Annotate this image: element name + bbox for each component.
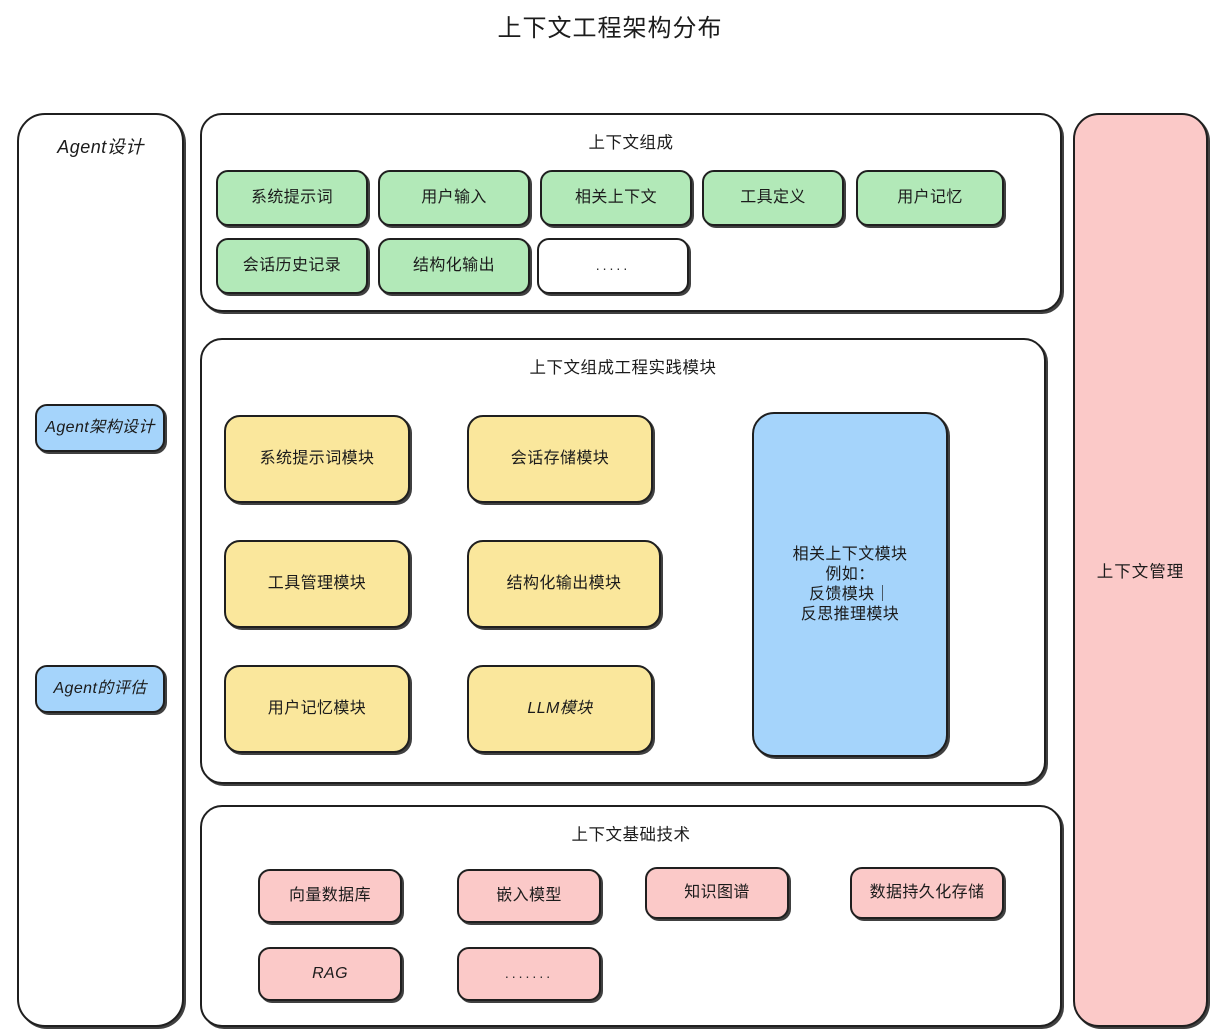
section-composition-title: 上下文组成 — [588, 134, 674, 152]
chip-agent-evaluation[interactable]: Agent的评估 — [35, 665, 165, 713]
chip-vector-database[interactable]: 向量数据库 — [258, 869, 402, 923]
chip-label: 相关上下文 — [574, 189, 657, 206]
chip-composition-ellipsis[interactable]: ..... — [537, 238, 689, 294]
chip-label: 系统提示词模块 — [259, 450, 375, 467]
chip-label: 数据持久化存储 — [869, 884, 985, 901]
chip-label-line-1: 相关上下文模块 — [792, 545, 908, 563]
section-context-composition: 上下文组成 系统提示词 用户输入 相关上下文 工具定义 用户记忆 会话历史记录 … — [200, 113, 1062, 312]
chip-label: 结构化输出 — [412, 257, 495, 274]
chip-conversation-history[interactable]: 会话历史记录 — [216, 238, 368, 294]
agent-design-panel: Agent设计 Agent架构设计 Agent的评估 — [17, 113, 184, 1027]
chip-tool-definition[interactable]: 工具定义 — [702, 170, 844, 226]
chip-llm-module[interactable]: LLM模块 — [467, 665, 653, 753]
chip-label-line-4: 反思推理模块 — [800, 605, 900, 623]
chip-label: 向量数据库 — [288, 887, 371, 904]
chip-user-memory[interactable]: 用户记忆 — [856, 170, 1004, 226]
chip-label: 会话历史记录 — [242, 257, 342, 274]
chip-label: 用户输入 — [421, 189, 487, 206]
chip-label: 嵌入模型 — [496, 887, 562, 904]
chip-label: 知识图谱 — [684, 884, 750, 901]
chip-relevant-context-module[interactable]: 相关上下文模块 例如： 反馈模块｜ 反思推理模块 — [752, 412, 948, 757]
chip-user-memory-module[interactable]: 用户记忆模块 — [224, 665, 410, 753]
chip-system-prompt[interactable]: 系统提示词 — [216, 170, 368, 226]
chip-label: Agent架构设计 — [45, 419, 155, 436]
chip-structured-output-module[interactable]: 结构化输出模块 — [467, 540, 661, 628]
chip-label: ..... — [595, 257, 631, 274]
agent-design-title: Agent设计 — [57, 137, 144, 157]
chip-label: 用户记忆 — [897, 189, 963, 206]
chip-label: 用户记忆模块 — [267, 700, 367, 717]
chip-persistent-storage[interactable]: 数据持久化存储 — [850, 867, 1004, 919]
chip-label: ....... — [504, 965, 554, 982]
context-management-label: 上下文管理 — [1096, 563, 1185, 581]
section-engineering-modules: 上下文组成工程实践模块 系统提示词模块 工具管理模块 用户记忆模块 会话存储模块… — [200, 338, 1046, 784]
chip-conversation-storage-module[interactable]: 会话存储模块 — [467, 415, 653, 503]
chip-label: 会话存储模块 — [510, 450, 610, 467]
chip-label-line-2: 例如： — [825, 565, 875, 583]
chip-label: LLM模块 — [527, 700, 593, 717]
page-title: 上下文工程架构分布 — [497, 15, 723, 42]
chip-label-line-3: 反馈模块｜ — [808, 585, 891, 603]
chip-tool-management-module[interactable]: 工具管理模块 — [224, 540, 410, 628]
section-modules-title: 上下文组成工程实践模块 — [529, 359, 717, 377]
chip-agent-architecture-design[interactable]: Agent架构设计 — [35, 404, 165, 452]
chip-embedding-model[interactable]: 嵌入模型 — [457, 869, 601, 923]
chip-relevant-context[interactable]: 相关上下文 — [540, 170, 692, 226]
chip-system-prompt-module[interactable]: 系统提示词模块 — [224, 415, 410, 503]
section-foundation-tech: 上下文基础技术 向量数据库 嵌入模型 知识图谱 数据持久化存储 RAG ....… — [200, 805, 1062, 1027]
chip-structured-output[interactable]: 结构化输出 — [378, 238, 530, 294]
chip-label: Agent的评估 — [53, 680, 147, 697]
chip-rag[interactable]: RAG — [258, 947, 402, 1001]
chip-label: 结构化输出模块 — [506, 575, 622, 592]
chip-label: 系统提示词 — [250, 189, 333, 206]
section-foundation-title: 上下文基础技术 — [571, 826, 691, 844]
chip-user-input[interactable]: 用户输入 — [378, 170, 530, 226]
chip-label: 工具定义 — [740, 189, 806, 206]
chip-foundation-ellipsis[interactable]: ....... — [457, 947, 601, 1001]
chip-label: RAG — [312, 965, 348, 982]
context-management-panel[interactable]: 上下文管理 — [1073, 113, 1208, 1027]
chip-knowledge-graph[interactable]: 知识图谱 — [645, 867, 789, 919]
chip-label: 工具管理模块 — [267, 575, 367, 592]
